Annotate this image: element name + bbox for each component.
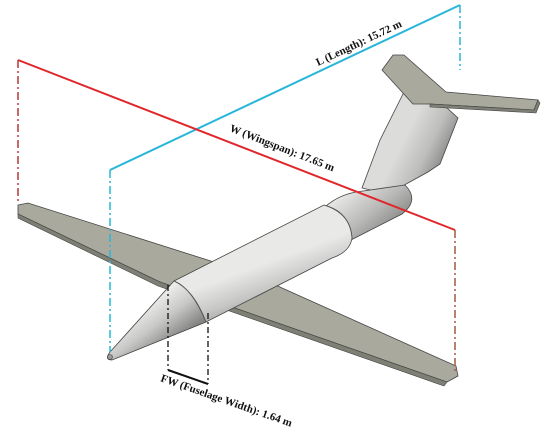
fuselage-joint-line bbox=[323, 204, 353, 241]
fw-line bbox=[167, 369, 209, 385]
fuselage bbox=[107, 184, 413, 361]
tailplane-edge bbox=[429, 99, 541, 114]
wing-trailing-edge bbox=[17, 213, 448, 387]
vertical-stabilizer bbox=[361, 89, 459, 195]
wingspan-line bbox=[17, 59, 456, 231]
horizontal-stabilizer bbox=[381, 54, 541, 114]
nose-tip bbox=[107, 354, 113, 360]
fuselage-width-label: FW (Fuselage Width): 1.64 m bbox=[159, 373, 294, 430]
length-line bbox=[109, 4, 461, 171]
fin-body bbox=[361, 89, 459, 195]
nose-joint-line bbox=[173, 280, 207, 323]
